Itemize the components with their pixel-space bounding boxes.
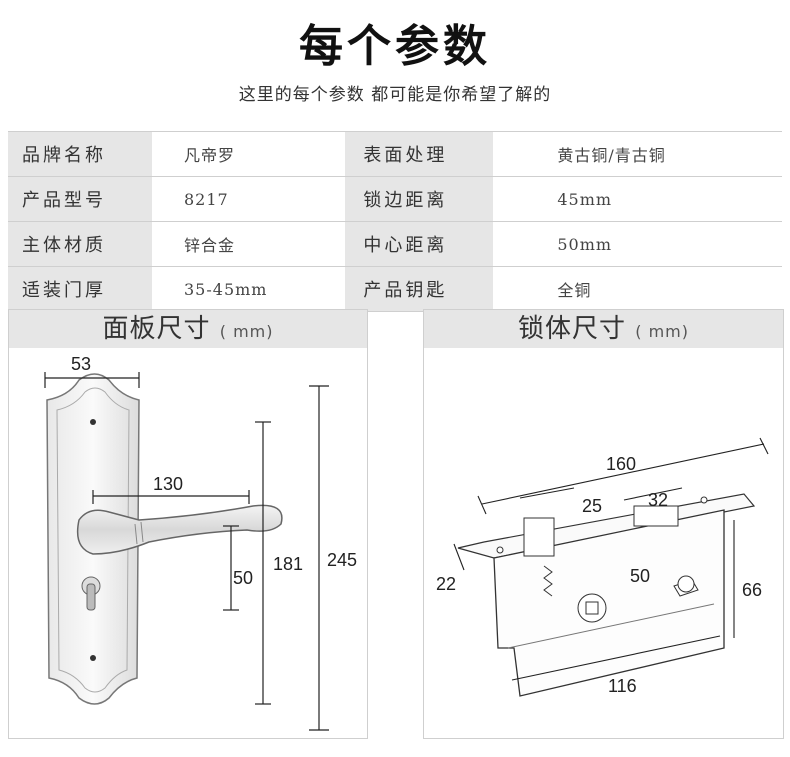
- dim-holes-label: 181: [273, 554, 303, 574]
- table-row: 产品型号 8217 锁边距离 45mm: [8, 176, 782, 222]
- panel-title: 面板尺寸: [102, 314, 211, 344]
- dim-depth-label: 22: [436, 574, 456, 594]
- panel-dimensions-panel: 面板尺寸 ( mm) 53: [8, 309, 368, 739]
- spec-value: 锌合金: [152, 221, 346, 267]
- spec-label: 主体材质: [8, 221, 152, 267]
- spec-value: 50mm: [493, 221, 782, 267]
- panel-unit: ( mm): [635, 322, 690, 341]
- table-row: 品牌名称 凡帝罗 表面处理 黄古铜/青古铜: [8, 131, 782, 177]
- spec-value: 全铜: [493, 266, 782, 312]
- spec-value: 45mm: [493, 176, 782, 222]
- page-subtitle: 这里的每个参数 都可能是你希望了解的: [238, 85, 552, 105]
- dim-bolt-label: 32: [648, 490, 668, 510]
- dim-latch-label: 25: [582, 496, 602, 516]
- page-title: 每个参数: [299, 21, 491, 72]
- dim-length-label: 160: [606, 454, 636, 474]
- dim-height-label: 66: [742, 580, 762, 600]
- handle-shape: [76, 504, 283, 555]
- spec-label: 中心距离: [345, 221, 494, 267]
- spec-value: 凡帝罗: [152, 131, 346, 177]
- dim-center-label: 50: [233, 568, 253, 588]
- panel-header: 锁体尺寸 ( mm): [424, 310, 783, 348]
- spec-value: 黄古铜/青古铜: [493, 131, 782, 177]
- panel-header: 面板尺寸 ( mm): [9, 310, 367, 348]
- table-row: 主体材质 锌合金 中心距离 50mm: [8, 221, 782, 267]
- dim-body-label: 116: [608, 676, 637, 696]
- dim-width-label: 53: [71, 354, 91, 374]
- spec-label: 产品型号: [8, 176, 152, 222]
- dim-handle-label: 130: [153, 474, 183, 494]
- spec-label: 适装门厚: [8, 266, 152, 312]
- spec-value: 35-45mm: [152, 266, 346, 312]
- table-row: 适装门厚 35-45mm 产品钥匙 全铜: [8, 266, 782, 312]
- faceplate-drawing: 53 130 50 181 245: [44, 354, 357, 731]
- spec-label: 品牌名称: [8, 131, 152, 177]
- spec-label: 表面处理: [345, 131, 494, 177]
- panel-unit: ( mm): [219, 322, 274, 341]
- panel-title: 锁体尺寸: [517, 314, 626, 344]
- lock-dimensions-panel: 锁体尺寸 ( mm) 160 25 32 50 2: [423, 309, 784, 739]
- dim-center-label: 50: [630, 566, 650, 586]
- spec-table: 品牌名称 凡帝罗 表面处理 黄古铜/青古铜 产品型号 8217 锁边距离 45m…: [8, 131, 782, 312]
- spec-label: 产品钥匙: [345, 266, 494, 312]
- dim-height-label: 245: [327, 550, 357, 570]
- lock-body-drawing: 160 25 32 50 22 66 116: [436, 437, 769, 697]
- spec-value: 8217: [152, 176, 346, 222]
- spec-label: 锁边距离: [345, 176, 494, 222]
